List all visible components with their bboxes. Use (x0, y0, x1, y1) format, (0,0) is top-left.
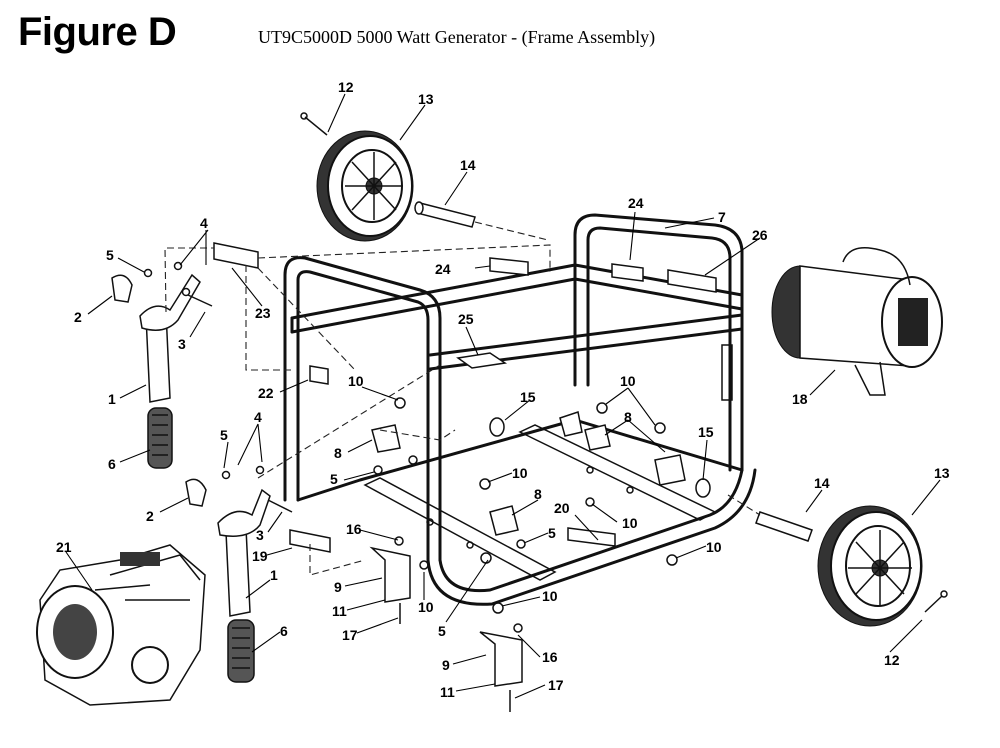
callout-17: 17 (342, 627, 358, 643)
handle-assembly-upper (111, 261, 213, 469)
leader-lines (65, 93, 941, 699)
callout-8: 8 (534, 486, 542, 502)
callout-7: 7 (718, 209, 726, 225)
callout-10: 10 (512, 465, 528, 481)
decals (213, 242, 717, 553)
axle-top (414, 201, 476, 228)
callout-9: 9 (442, 657, 450, 673)
callout-2: 2 (74, 309, 82, 325)
callout-5: 5 (548, 525, 556, 541)
callout-8: 8 (624, 409, 632, 425)
diagram-title: UT9C5000D 5000 Watt Generator - (Frame A… (258, 27, 656, 47)
callout-14: 14 (814, 475, 830, 491)
callout-13: 13 (934, 465, 950, 481)
callout-20: 20 (554, 500, 570, 516)
callout-19: 19 (252, 548, 268, 564)
phantom-lines (164, 221, 761, 576)
mount-brackets (369, 546, 523, 687)
callout-10: 10 (622, 515, 638, 531)
callout-10: 10 (348, 373, 364, 389)
engine (36, 544, 206, 706)
wheel-bottom (817, 505, 923, 627)
callout-25: 25 (458, 311, 474, 327)
callout-10: 10 (542, 588, 558, 604)
callout-8: 8 (334, 445, 342, 461)
callout-17: 17 (548, 677, 564, 693)
vibration-mounts (371, 411, 686, 536)
axle-bottom (755, 511, 813, 542)
callout-24: 24 (628, 195, 644, 211)
callout-9: 9 (334, 579, 342, 595)
callout-1: 1 (108, 391, 116, 407)
callout-23: 23 (255, 305, 271, 321)
cotter-pin-top (300, 112, 328, 136)
callout-12: 12 (884, 652, 900, 668)
callout-6: 6 (280, 623, 288, 639)
callout-12: 12 (338, 79, 354, 95)
callout-18: 18 (792, 391, 808, 407)
callout-26: 26 (752, 227, 768, 243)
callout-10: 10 (620, 373, 636, 389)
callout-15: 15 (698, 424, 714, 440)
callout-3: 3 (178, 336, 186, 352)
cross-channel (363, 424, 717, 581)
callout-5: 5 (106, 247, 114, 263)
callout-21: 21 (56, 539, 72, 555)
callout-16: 16 (542, 649, 558, 665)
callout-14: 14 (460, 157, 476, 173)
wheel-top (316, 130, 414, 242)
callout-2: 2 (146, 508, 154, 524)
callout-13: 13 (418, 91, 434, 107)
alternator (771, 247, 943, 396)
callout-11: 11 (440, 684, 455, 700)
callout-5: 5 (438, 623, 446, 639)
callout-15: 15 (520, 389, 536, 405)
callout-5: 5 (220, 427, 228, 443)
callout-5: 5 (330, 471, 338, 487)
handle-assembly-lower (185, 465, 293, 683)
callout-24: 24 (435, 261, 451, 277)
callout-16: 16 (346, 521, 362, 537)
callout-10: 10 (418, 599, 434, 615)
callout-4: 4 (254, 409, 262, 425)
callout-22: 22 (258, 385, 274, 401)
callout-4: 4 (200, 215, 208, 231)
callout-1: 1 (270, 567, 278, 583)
callouts: 12 13 14 4 5 2 23 3 1 22 6 24 24 7 26 25… (56, 79, 950, 700)
callout-10: 10 (706, 539, 722, 555)
callout-6: 6 (108, 456, 116, 472)
callout-3: 3 (256, 527, 264, 543)
figure-label: Figure D (18, 10, 177, 54)
cotter-pin-bottom (924, 590, 948, 613)
callout-11: 11 (332, 603, 347, 619)
